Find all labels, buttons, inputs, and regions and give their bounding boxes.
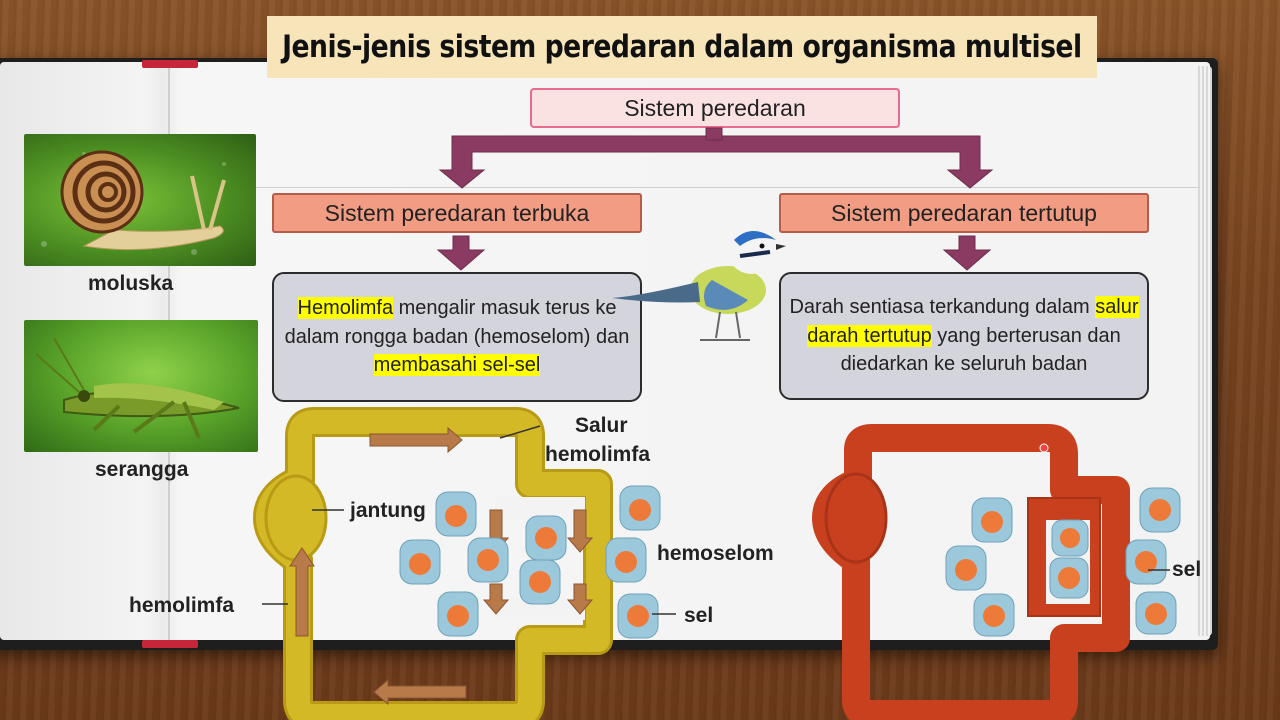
cell [1051, 519, 1089, 557]
open-system-node: Sistem peredaran terbuka [272, 193, 642, 233]
label-insect: serangga [95, 458, 189, 481]
open-flow-arrows [289, 426, 594, 706]
cell [525, 515, 567, 561]
cell [1125, 539, 1167, 585]
cell [1139, 487, 1181, 533]
cell [945, 545, 987, 591]
label-heart: jantung [350, 499, 426, 522]
cell [437, 591, 479, 637]
page-rule [170, 187, 1200, 188]
cell [399, 539, 441, 585]
closed-system-node: Sistem peredaran tertutup [779, 193, 1149, 233]
bird-icon [612, 230, 786, 341]
open-leader-lines [262, 425, 676, 615]
page-edge [1198, 66, 1212, 636]
open-system-description: Hemolimfa mengalir masuk terus ke dalam … [272, 272, 642, 402]
cell [619, 485, 661, 531]
label-hemocoel: hemoselom [657, 542, 774, 565]
cell [467, 537, 509, 583]
label-mollusc: moluska [88, 272, 174, 295]
split-arrow [438, 135, 994, 189]
closed-system-description: Darah sentiasa terkandung dalam salur da… [779, 272, 1149, 400]
cell [617, 593, 659, 639]
label-vessel-line1: Salur [575, 414, 628, 437]
highlight-wets-cells: membasahi sel-sel [373, 354, 541, 377]
open-down-arrow [436, 235, 486, 271]
closed-cells [945, 487, 1181, 637]
ribbon-top [142, 60, 198, 68]
label-vessel-line2: hemolimfa [545, 443, 651, 466]
slide-title: Jenis-jenis sistem peredaran dalam organ… [267, 16, 1097, 78]
closed-heart [824, 472, 888, 564]
label-hemolymph: hemolimfa [129, 594, 235, 617]
cell [1135, 591, 1177, 635]
root-connector [705, 127, 723, 141]
cell [519, 559, 561, 605]
snail-photo [24, 134, 256, 266]
label-open-cell: sel [684, 604, 714, 627]
cell [605, 537, 647, 583]
open-vessel-loop [253, 407, 613, 720]
grasshopper-photo [24, 320, 258, 452]
cell [971, 497, 1013, 543]
cell [973, 593, 1015, 637]
ribbon-bottom [142, 640, 198, 648]
highlight-hemolymph: Hemolimfa [297, 297, 394, 320]
cell [435, 491, 477, 537]
hemocoel-cells [399, 485, 661, 639]
root-node: Sistem peredaran [530, 88, 900, 128]
label-closed-cell: sel [1172, 558, 1202, 581]
cell [1049, 557, 1089, 599]
closed-down-arrow [942, 235, 992, 271]
